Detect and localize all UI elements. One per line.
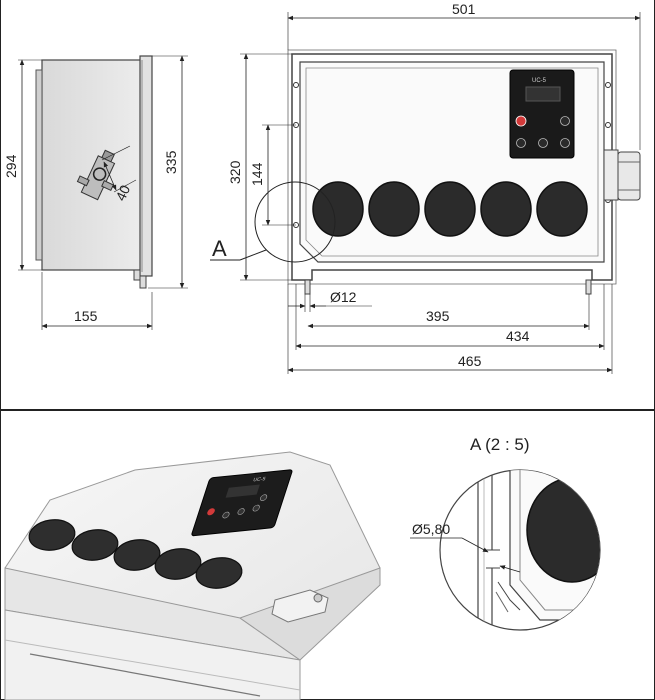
detail-a-circle bbox=[254, 181, 336, 263]
vent-1 bbox=[312, 181, 364, 237]
vent-4 bbox=[480, 181, 532, 237]
perspective-vent-2 bbox=[71, 529, 119, 561]
front-view: UC-5 A 501 320 bbox=[210, 1, 641, 374]
dim-valve: 40 bbox=[112, 182, 133, 203]
dim-inner-height: 144 bbox=[249, 162, 265, 186]
mode-button-icon[interactable] bbox=[516, 138, 526, 148]
vent-3 bbox=[424, 181, 476, 237]
dim-top-width: 501 bbox=[452, 1, 476, 17]
vent-5 bbox=[536, 181, 588, 237]
dim-395: 395 bbox=[426, 308, 450, 324]
control-panel: UC-5 bbox=[509, 69, 575, 159]
vent-2 bbox=[368, 181, 420, 237]
dim-side-depth: 155 bbox=[74, 308, 98, 324]
perspective-control-panel: UC-5 bbox=[191, 469, 293, 537]
dim-front-height: 320 bbox=[227, 160, 243, 184]
dim-side-height: 294 bbox=[3, 154, 19, 178]
power-button-icon[interactable] bbox=[515, 115, 527, 127]
perspective-view: UC-5 bbox=[4, 451, 381, 700]
detail-title: A (2 : 5) bbox=[470, 435, 530, 454]
down-button-icon[interactable] bbox=[560, 138, 570, 148]
detail-a-view: A (2 : 5) Ø5,80 bbox=[410, 435, 601, 631]
detail-vent bbox=[526, 477, 600, 583]
detail-callout: A bbox=[212, 236, 227, 261]
dim-hole-12: Ø12 bbox=[330, 289, 357, 305]
dim-side-total-height: 335 bbox=[163, 150, 179, 174]
perspective-vent-4 bbox=[154, 548, 202, 580]
dim-465: 465 bbox=[458, 353, 482, 369]
side-connector-icon bbox=[603, 149, 641, 201]
side-view: 40 294 335 155 bbox=[3, 55, 188, 330]
side-back-edge bbox=[35, 69, 43, 261]
perspective-vent-1 bbox=[28, 519, 76, 551]
detail-dim-hole: Ø5,80 bbox=[412, 521, 450, 537]
dim-434: 434 bbox=[506, 328, 530, 344]
perspective-connector-icon bbox=[271, 589, 329, 623]
perspective-vent-3 bbox=[113, 539, 161, 571]
vents bbox=[312, 181, 588, 237]
up-button-icon[interactable] bbox=[538, 138, 548, 148]
perspective-panel-brand: UC-5 bbox=[252, 476, 266, 483]
panel-brand: UC-5 bbox=[532, 78, 547, 84]
fan-button-icon[interactable] bbox=[560, 116, 570, 126]
side-body bbox=[41, 59, 143, 271]
side-foot bbox=[139, 275, 147, 289]
perspective-vent-5 bbox=[195, 557, 243, 589]
